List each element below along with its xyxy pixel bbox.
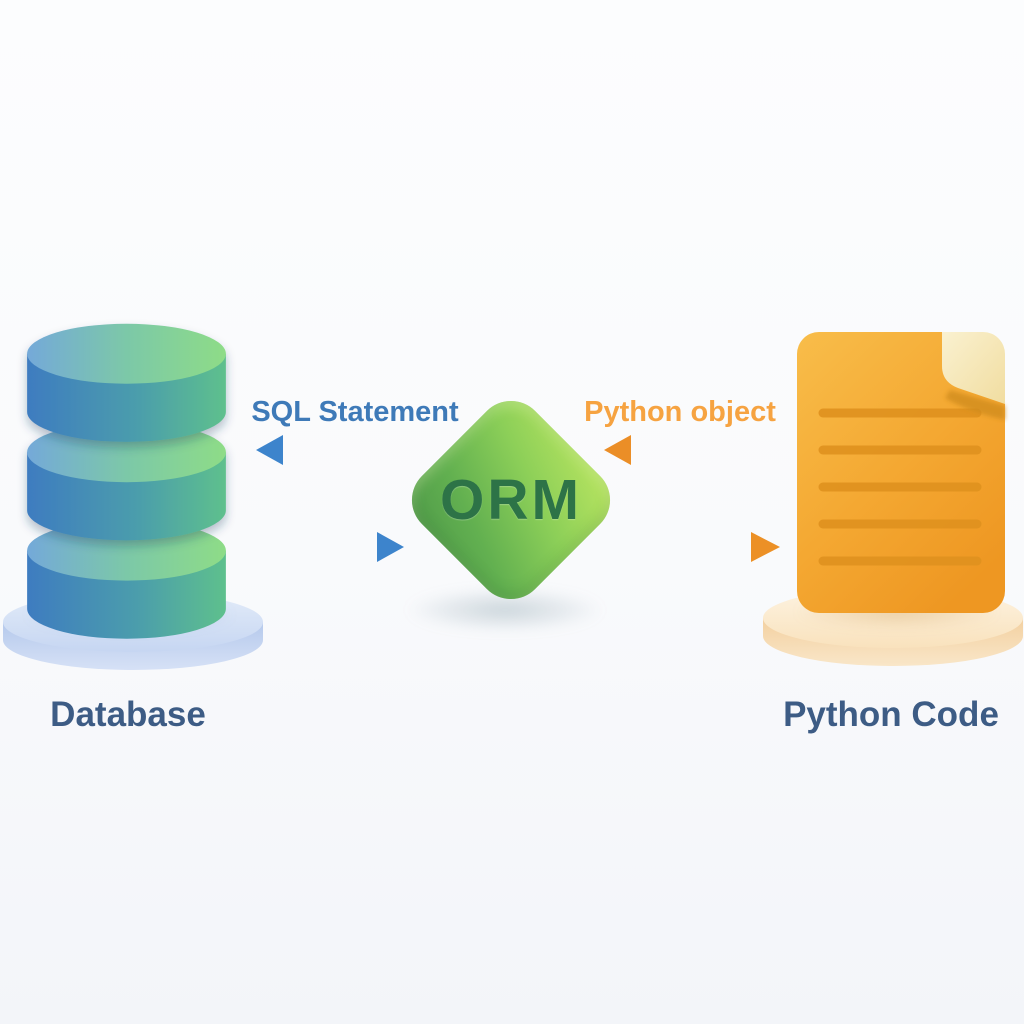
sql-statement-label: SQL Statement — [251, 396, 459, 428]
document-fold-shadow — [945, 390, 1005, 420]
sql-arrow-to-orm-icon — [254, 532, 404, 562]
database-disc-top — [27, 323, 226, 442]
document-icon — [797, 332, 1005, 613]
sql-arrow-to-database-icon — [256, 435, 418, 465]
python-object-arrow-to-code-icon — [604, 532, 780, 562]
python-code-label: Python Code — [783, 695, 999, 734]
document-text-lines — [818, 408, 982, 566]
python-object-arrow-to-orm-icon — [604, 435, 774, 465]
orm-label: ORM — [440, 467, 582, 532]
document-fold-corner — [942, 332, 1005, 404]
database-cylinder-icon — [27, 323, 226, 639]
database-label: Database — [50, 695, 206, 734]
python-object-label: Python object — [584, 396, 776, 428]
